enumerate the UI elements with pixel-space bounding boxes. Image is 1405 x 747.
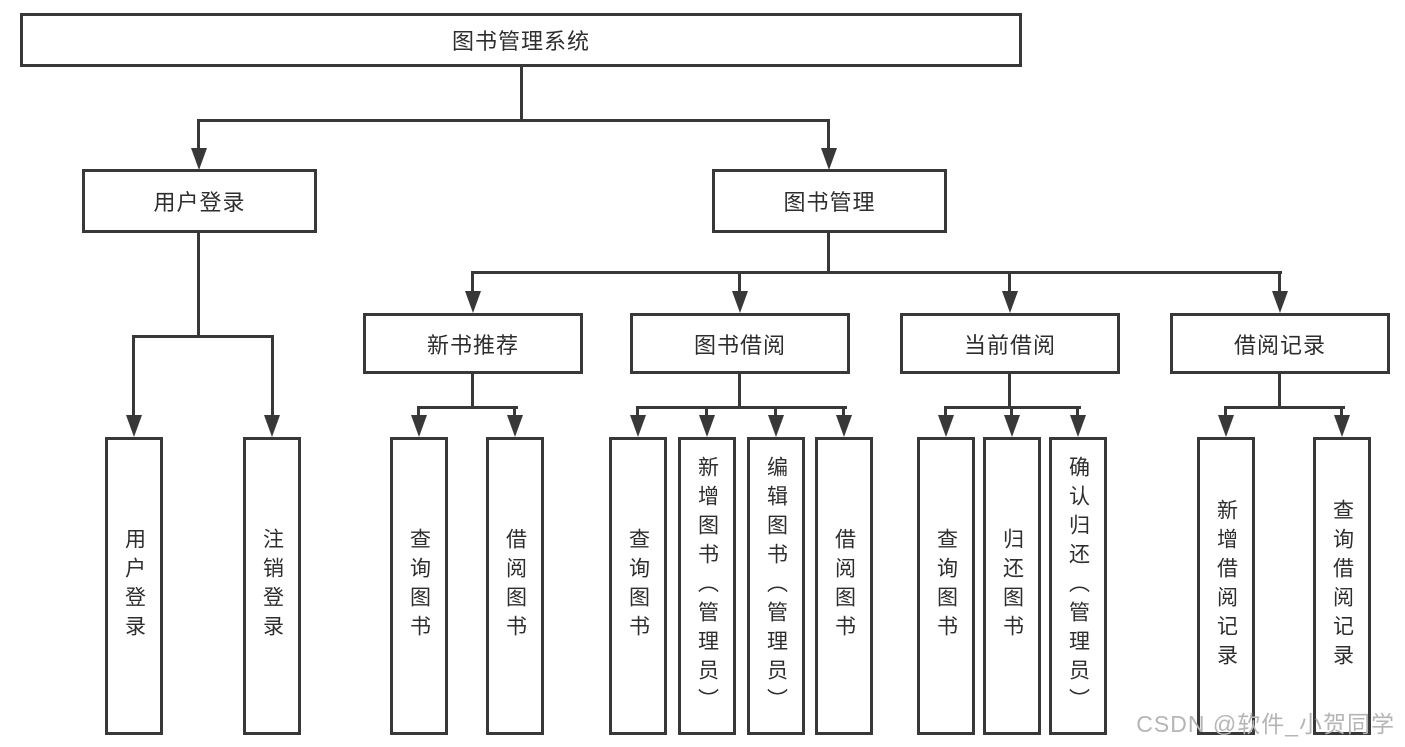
arrow-down-icon bbox=[768, 415, 784, 437]
connector-line bbox=[1278, 271, 1281, 293]
arrow-down-icon bbox=[821, 148, 837, 170]
node-book-borrow: 图书借阅 bbox=[630, 313, 850, 374]
node-current-borrow: 当前借阅 bbox=[900, 313, 1120, 374]
node-leaf-query-book-nb: 查询图书 bbox=[390, 437, 448, 735]
node-leaf-borrow-book-bb: 借阅图书 bbox=[815, 437, 873, 735]
node-leaf-return-book: 归还图书 bbox=[983, 437, 1041, 735]
connector-line bbox=[1224, 406, 1345, 409]
connector-line bbox=[1340, 406, 1343, 418]
node-leaf-user-login: 用户登录 bbox=[105, 437, 163, 735]
arrow-down-icon bbox=[264, 415, 280, 437]
arrow-down-icon bbox=[507, 415, 523, 437]
arrow-down-icon bbox=[938, 415, 954, 437]
connector-line bbox=[1076, 406, 1079, 418]
connector-line bbox=[1008, 271, 1011, 293]
arrow-down-icon bbox=[1334, 415, 1350, 437]
connector-line bbox=[944, 406, 947, 418]
connector-line bbox=[471, 271, 1282, 274]
connector-line bbox=[1008, 372, 1011, 408]
node-leaf-query-borrow-record: 查询借阅记录 bbox=[1313, 437, 1371, 735]
node-leaf-add-borrow-record: 新增借阅记录 bbox=[1197, 437, 1255, 735]
node-leaf-logout: 注销登录 bbox=[243, 437, 301, 735]
connector-line bbox=[842, 406, 845, 418]
node-new-book-recommend: 新书推荐 bbox=[363, 313, 583, 374]
node-leaf-query-book-cb: 查询图书 bbox=[917, 437, 975, 735]
node-user-login: 用户登录 bbox=[82, 169, 317, 233]
arrow-down-icon bbox=[126, 415, 142, 437]
node-leaf-edit-book-admin: 编辑图书（管理员） bbox=[747, 437, 805, 735]
connector-line bbox=[1224, 406, 1227, 418]
connector-line bbox=[417, 406, 518, 409]
connector-line bbox=[132, 335, 274, 338]
connector-line bbox=[197, 119, 830, 122]
node-leaf-add-book-admin: 新增图书（管理员） bbox=[678, 437, 736, 735]
arrow-down-icon bbox=[630, 415, 646, 437]
arrow-down-icon bbox=[411, 415, 427, 437]
connector-line bbox=[417, 406, 420, 418]
connector-line bbox=[636, 406, 847, 409]
connector-line bbox=[827, 119, 830, 151]
connector-line bbox=[520, 66, 523, 120]
node-root: 图书管理系统 bbox=[20, 13, 1022, 67]
connector-line bbox=[827, 232, 830, 273]
connector-line bbox=[132, 335, 135, 417]
connector-line bbox=[738, 271, 741, 293]
node-borrow-record: 借阅记录 bbox=[1170, 313, 1390, 374]
node-leaf-confirm-return-admin: 确认归还（管理员） bbox=[1049, 437, 1107, 735]
arrow-down-icon bbox=[836, 415, 852, 437]
node-leaf-query-book-bb: 查询图书 bbox=[609, 437, 667, 735]
arrow-down-icon bbox=[1002, 291, 1018, 313]
connector-line bbox=[197, 119, 200, 151]
connector-line bbox=[705, 406, 708, 418]
arrow-down-icon bbox=[1004, 415, 1020, 437]
arrow-down-icon bbox=[465, 291, 481, 313]
connector-line bbox=[774, 406, 777, 418]
connector-line bbox=[197, 232, 200, 336]
arrow-down-icon bbox=[1070, 415, 1086, 437]
arrow-down-icon bbox=[1272, 291, 1288, 313]
node-leaf-borrow-book-nb: 借阅图书 bbox=[486, 437, 544, 735]
connector-line bbox=[636, 406, 639, 418]
connector-line bbox=[271, 335, 274, 417]
connector-line bbox=[1010, 406, 1013, 418]
connector-line bbox=[471, 372, 474, 408]
connector-line bbox=[513, 406, 516, 418]
arrow-down-icon bbox=[1218, 415, 1234, 437]
connector-line bbox=[471, 271, 474, 293]
connector-line bbox=[738, 372, 741, 408]
arrow-down-icon bbox=[699, 415, 715, 437]
node-book-management: 图书管理 bbox=[712, 169, 947, 233]
connector-line bbox=[1278, 372, 1281, 408]
arrow-down-icon bbox=[191, 148, 207, 170]
arrow-down-icon bbox=[732, 291, 748, 313]
csdn-watermark: CSDN @软件_小贺同学 bbox=[1136, 711, 1395, 737]
